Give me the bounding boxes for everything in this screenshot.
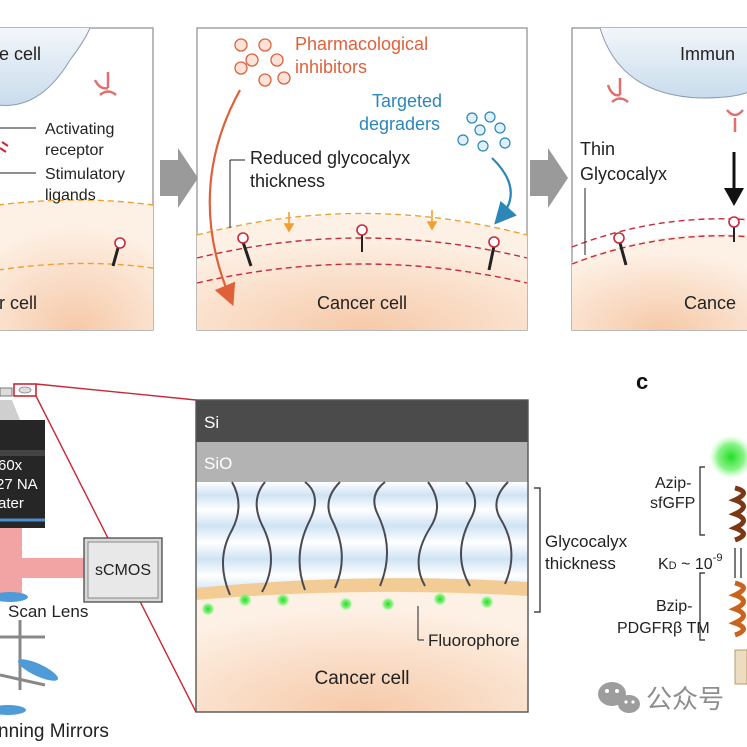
ligand-icons <box>613 216 740 266</box>
azip-label-2: sfGFP <box>650 495 695 512</box>
panel-b-microscope: 60x 27 NA ater sCMOS Scan Lens nning Mir… <box>0 383 197 742</box>
immune-cell-shape <box>0 28 90 106</box>
panel-c: c Azip- sfGFP KD ~ 10-9 Bzip- PDGFRβ TM <box>617 369 747 685</box>
reduction-arrows <box>283 210 438 233</box>
bzip-label-2: PDGFRβ TM <box>617 620 710 637</box>
bzip-label-1: Bzip- <box>656 598 692 615</box>
glycocalyx-polymers <box>221 481 513 596</box>
receptor-icon <box>93 72 117 96</box>
wechat-icon <box>598 682 640 713</box>
targeted-label-1: Targeted <box>372 91 442 111</box>
watermark-text: 公众号 <box>646 684 724 714</box>
bzip-helix-icon <box>728 580 746 638</box>
kd-label: KD ~ 10-9 <box>658 552 722 573</box>
process-arrow-2 <box>530 148 568 208</box>
cancer-cell-label-middle: Cancer cell <box>317 293 407 313</box>
panel-a-middle: Pharmacological inhibitors Targeted degr… <box>196 27 528 331</box>
laser-beam <box>0 528 22 598</box>
pharmacological-label-1: Pharmacological <box>295 34 428 54</box>
si-label: Si <box>204 413 219 432</box>
thin-label-2: Glycocalyx <box>580 164 667 184</box>
reduced-label-1: Reduced glycocalyx <box>250 148 410 168</box>
azip-helix-icon <box>728 485 746 543</box>
objective-lens <box>0 420 45 528</box>
fluorophore-label: Fluorophore <box>428 631 520 650</box>
kd-exp: -9 <box>713 552 723 564</box>
objective-label-1: 60x <box>0 457 23 474</box>
ligand-icon <box>111 237 126 267</box>
cancer-cell-shape <box>0 200 153 330</box>
cancer-cell-label-b: Cancer cell <box>314 668 409 689</box>
fluorophores <box>201 592 494 616</box>
panel-a-left: e cell Activating receptor Stimulatory l… <box>0 27 154 331</box>
scan-lens-icon <box>0 592 28 602</box>
immune-cell-label: e cell <box>0 44 41 64</box>
sfgfp-glow <box>709 435 747 479</box>
cancer-cell-shape <box>572 233 747 330</box>
immune-cell-shape <box>600 28 747 98</box>
objective-label-2: 27 NA <box>0 476 38 493</box>
kd-main: K <box>658 556 669 573</box>
kd-tail: ~ 10 <box>677 556 713 573</box>
stimulatory-ligands-label-1: Stimulatory <box>45 166 125 183</box>
pharmacological-label-2: inhibitors <box>295 57 367 77</box>
immune-cell-label-right: Immun <box>680 44 735 64</box>
panel-letter-c: c <box>636 369 648 394</box>
degrader-arrow <box>491 157 517 225</box>
cancer-cell-label-left: r cell <box>0 293 37 313</box>
thickness-bracket <box>534 487 541 613</box>
panel-b-glycocalyx: Si SiO Glycocalyx thickness Fluorophore … <box>195 399 628 713</box>
activating-receptor-label-2: receptor <box>45 142 104 159</box>
process-arrow-1 <box>160 148 198 208</box>
sio-label: SiO <box>204 454 232 473</box>
cancer-cell-label-right: Cance <box>684 293 736 313</box>
degrader-molecules <box>457 111 511 152</box>
kd-sub: D <box>669 560 677 572</box>
scmos-label: sCMOS <box>95 562 151 579</box>
objective-label-3: ater <box>0 495 24 512</box>
activating-receptor-label-1: Activating <box>45 121 114 138</box>
membrane <box>196 578 528 600</box>
scanning-mirrors-label: nning Mirrors <box>0 721 109 742</box>
scanning-mirrors-icon <box>0 620 59 715</box>
glycocalyx-thickness-label-2: thickness <box>545 554 616 573</box>
receptor-icon <box>606 78 744 132</box>
si-layer <box>196 400 528 442</box>
targeted-label-2: degraders <box>359 114 440 134</box>
glycocalyx-thickness-label-1: Glycocalyx <box>545 532 628 551</box>
cancer-cell-body <box>196 583 528 712</box>
thin-label-1: Thin <box>580 139 615 159</box>
watermark: 公众号 <box>598 682 724 714</box>
scan-lens-label: Scan Lens <box>8 602 88 621</box>
azip-label-1: Azip- <box>655 475 691 492</box>
inhibitor-arrow <box>208 89 241 307</box>
stimulatory-ligands-label-2: ligands <box>45 187 96 204</box>
ligand-icons <box>237 224 500 271</box>
cancer-cell-shape <box>197 215 527 330</box>
glycocalyx-layer <box>196 482 528 592</box>
reduced-label-2: thickness <box>250 171 325 191</box>
sio-layer <box>196 442 528 482</box>
inhibitor-molecules <box>234 38 291 87</box>
panel-a-right: Immun Thin Glycocalyx Cance <box>571 27 747 331</box>
